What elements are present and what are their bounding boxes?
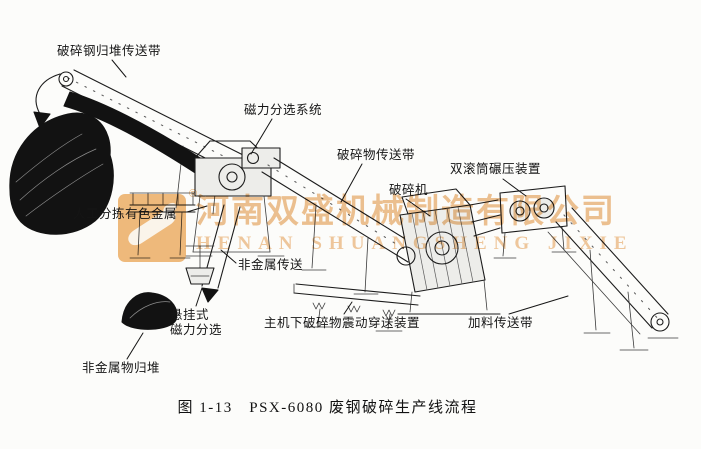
crusher-machine: [396, 188, 501, 315]
label-nonmetal-pile: 非金属物归堆: [82, 361, 161, 375]
label-crushed-steel-pile-conveyor: 破碎钢归堆传送带: [57, 44, 162, 58]
label-manual-sorting-nonferrous: 人工分拣有色金属: [73, 207, 178, 221]
label-under-main-vibrating-conveyor: 主机下破碎物震动穿送装置: [264, 316, 421, 330]
crushed-material-conveyor: [261, 157, 421, 293]
suspended-magnet: [185, 245, 215, 285]
magnetic-separation-unit: [129, 140, 281, 256]
nonmetal-pile: [121, 292, 178, 330]
label-suspended-magnetic-separation: 悬挂式 磁力分选: [170, 308, 223, 337]
label-magnetic-separation-system: 磁力分选系统: [244, 103, 323, 117]
label-crushed-material-conveyor: 破碎物传送带: [337, 148, 416, 162]
label-feeding-conveyor: 加料传送带: [468, 316, 534, 330]
ground-marks: [129, 251, 679, 351]
feeding-conveyor: [547, 207, 670, 349]
double-roller-unit: [471, 185, 568, 257]
nonmetal-chute: [201, 204, 241, 303]
label-nonmetal-conveying: 非金属传送: [238, 258, 304, 272]
crushed-steel-pile: [9, 91, 209, 235]
discharge-arrow-icon: [33, 73, 61, 129]
label-double-roller-press-device: 双滚筒碾压装置: [450, 162, 542, 176]
vibrating-conveyor: [293, 283, 421, 330]
leader-lines: [111, 59, 569, 360]
label-crusher: 破碎机: [389, 183, 429, 197]
figure-caption: 图 1-13 PSX-6080 废钢破碎生产线流程: [177, 400, 478, 416]
